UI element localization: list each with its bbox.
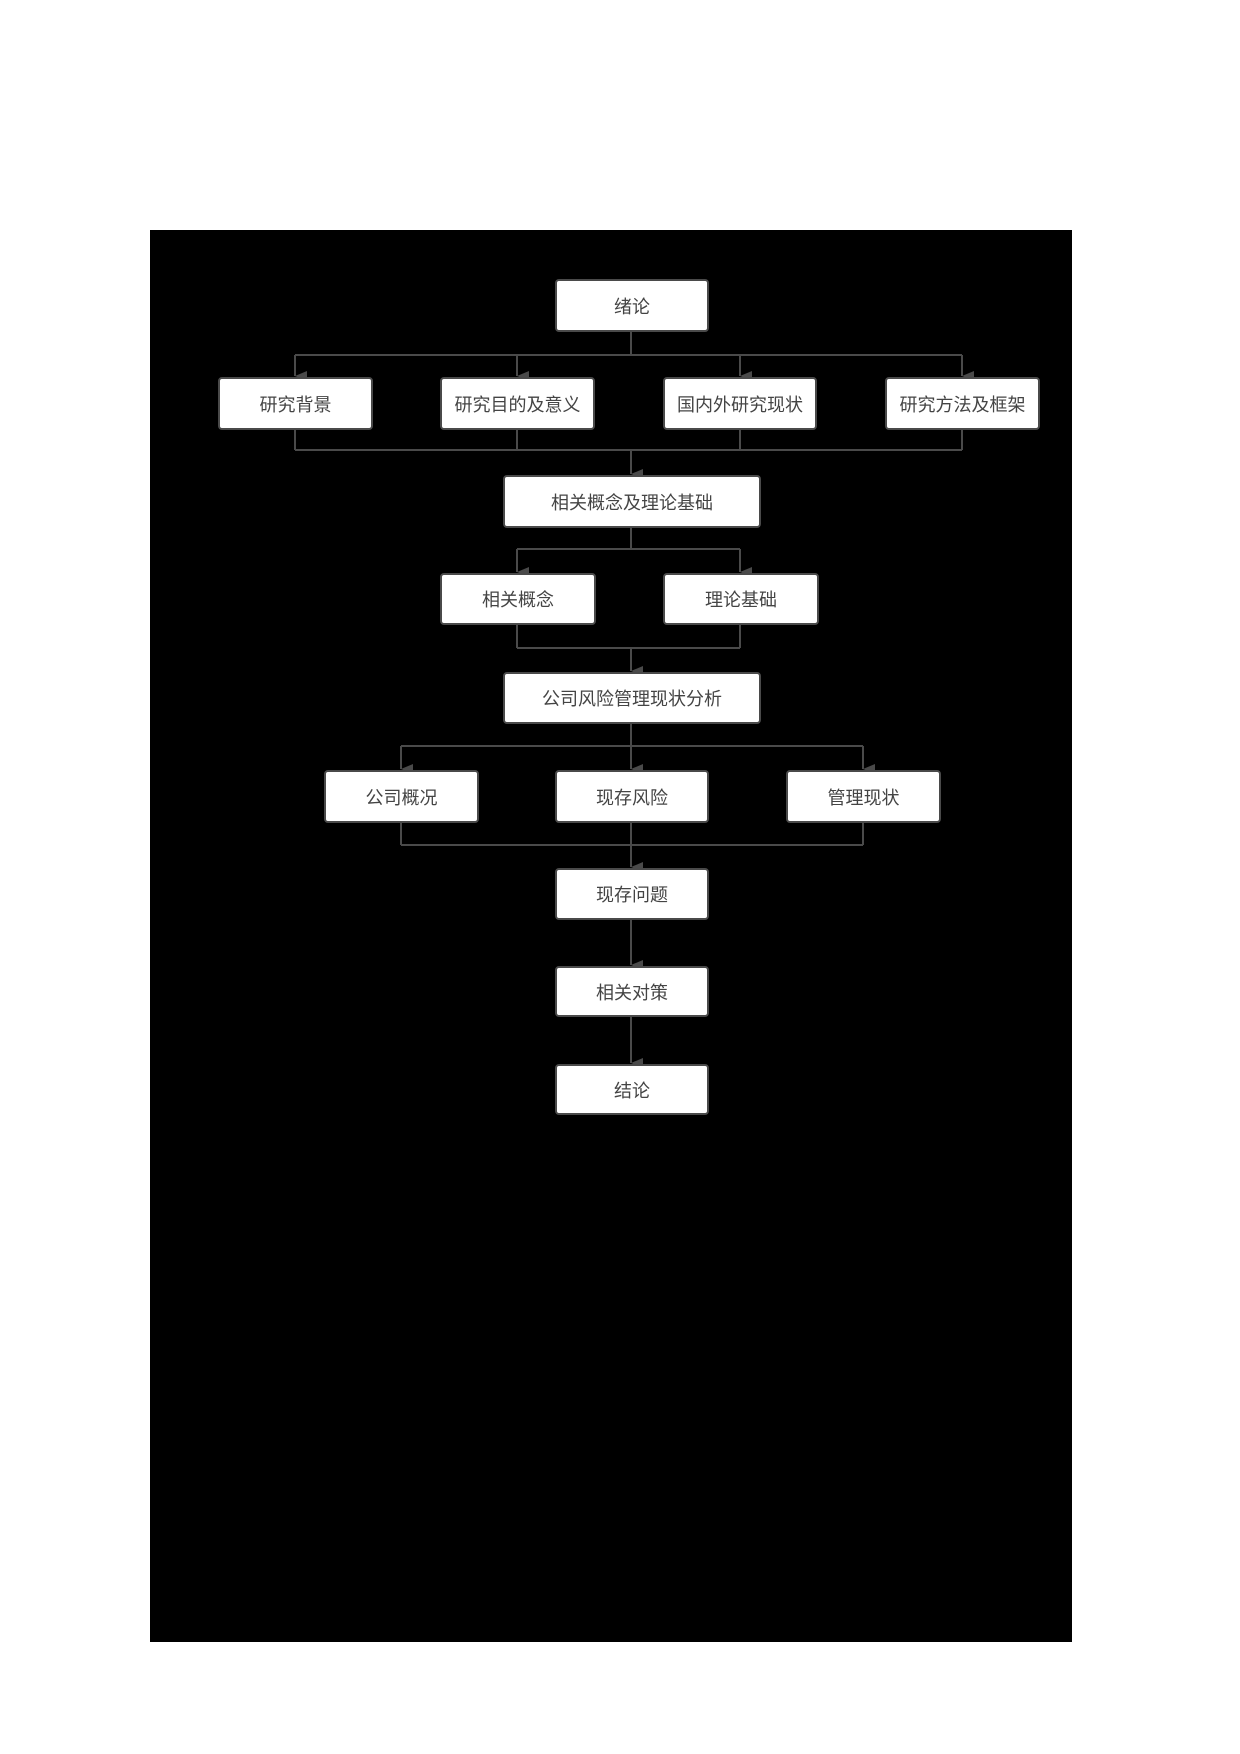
node-theory: 理论基础 (663, 573, 819, 625)
node-existing-problems: 现存问题 (555, 868, 709, 920)
node-label: 相关概念 (482, 590, 554, 611)
node-concepts: 相关概念 (440, 573, 596, 625)
node-label: 研究方法及框架 (899, 394, 1026, 416)
node-label: 理论基础 (705, 590, 777, 611)
node-label: 公司概况 (365, 787, 438, 809)
node-label: 管理现状 (827, 787, 900, 809)
node-label: 现存风险 (596, 787, 668, 809)
node-intro: 绪论 (555, 279, 709, 332)
node-management-status: 管理现状 (786, 770, 941, 823)
node-conclusion: 结论 (555, 1064, 709, 1115)
node-label: 研究背景 (259, 394, 332, 416)
node-label: 研究目的及意义 (454, 394, 581, 416)
node-existing-risks: 现存风险 (555, 770, 709, 823)
node-research-background: 研究背景 (218, 377, 373, 430)
node-label: 相关对策 (596, 982, 668, 1004)
node-label: 相关概念及理论基础 (551, 492, 713, 514)
diagram-canvas (150, 230, 1072, 1642)
node-research-methods: 研究方法及框架 (885, 377, 1040, 430)
node-research-status: 国内外研究现状 (663, 377, 817, 430)
node-countermeasures: 相关对策 (555, 966, 709, 1017)
node-research-purpose: 研究目的及意义 (440, 377, 595, 430)
node-concepts-theory: 相关概念及理论基础 (503, 475, 761, 528)
node-label: 公司风险管理现状分析 (542, 689, 722, 710)
node-risk-analysis: 公司风险管理现状分析 (503, 672, 761, 724)
node-label: 结论 (614, 1080, 650, 1102)
node-label: 国内外研究现状 (677, 394, 803, 416)
node-label: 现存问题 (596, 885, 668, 906)
node-company-profile: 公司概况 (324, 770, 479, 823)
node-label: 绪论 (614, 296, 650, 318)
